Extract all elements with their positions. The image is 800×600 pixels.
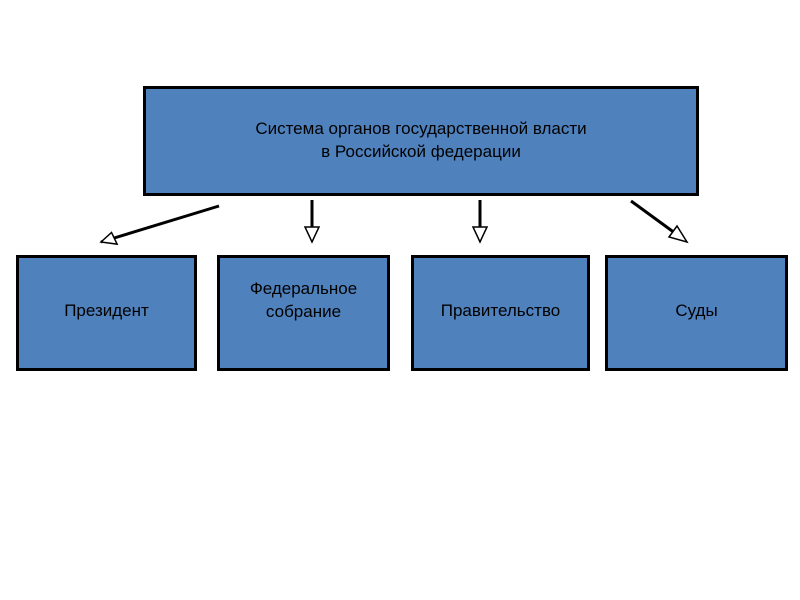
box-federal-assembly: Федеральное собрание [217,255,390,371]
box-president-label: Президент [64,300,149,320]
arrow-to-courts [630,199,689,244]
box-courts-label: Суды [675,300,718,320]
root-box-label: Система органов государственной власти в… [255,119,587,161]
box-federal-assembly-label: Федеральное собрание [249,279,358,321]
box-president: Президент [16,255,197,371]
root-box-state-power-system: Система органов государственной власти в… [143,86,699,196]
box-courts: Суды [605,255,788,371]
box-government-label: Правительство [440,300,561,320]
arrow-to-federal-assembly [303,200,321,244]
arrow-to-government [471,200,489,244]
box-government: Правительство [411,255,590,371]
arrow-to-president [99,204,220,246]
